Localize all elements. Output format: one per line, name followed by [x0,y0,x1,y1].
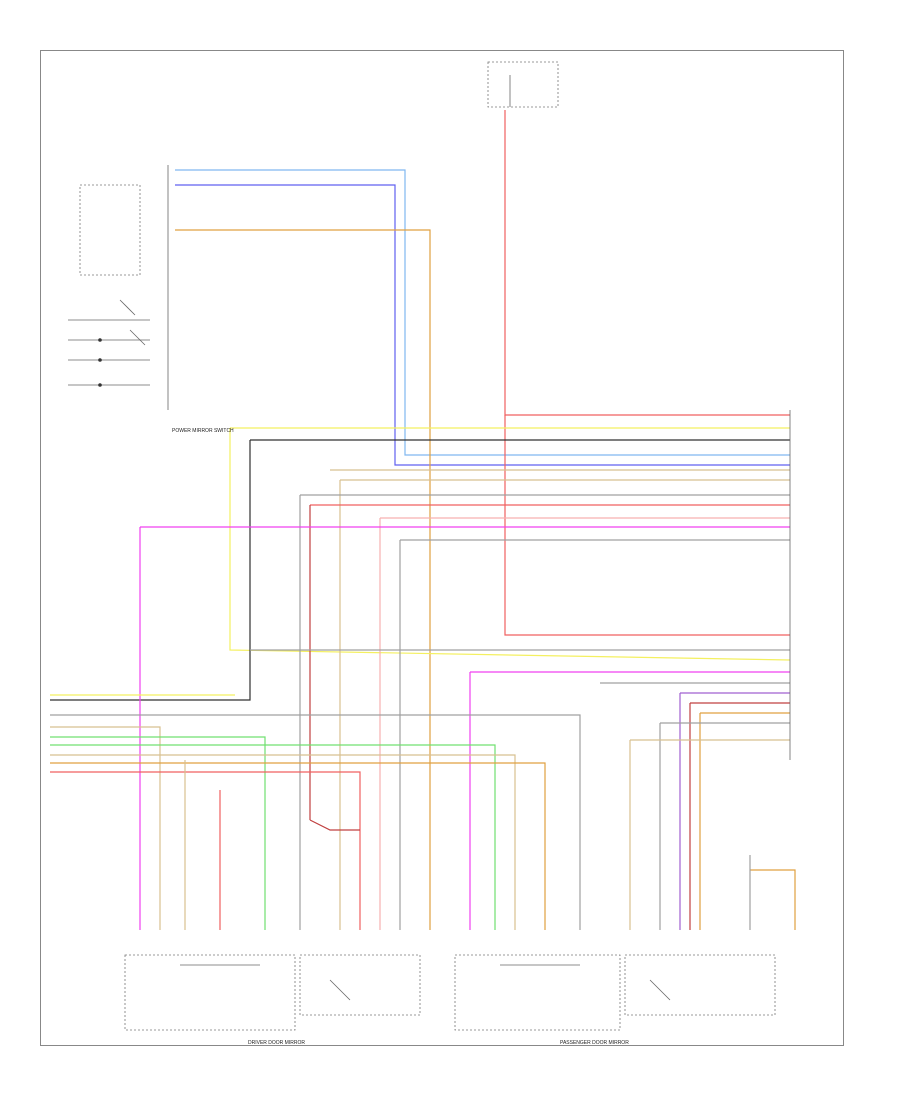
switch-lever-2 [129,329,146,346]
fuse-block-top [487,61,559,108]
wire-green-left-1 [50,736,266,930]
wire-orange-right-end [750,869,796,930]
switch-terminal-1 [98,338,102,342]
wire-light-blue [175,169,790,456]
wire-tan-left-2 [50,754,516,930]
switch-terminal-2 [98,358,102,362]
wire-tan-left-1 [50,726,161,930]
passenger-mirror-motor-block [454,954,621,1031]
passenger-switch-symbol [649,979,671,1001]
wire-yellow-1-down [229,428,791,661]
wire-gray-left [50,714,581,930]
wire-red-top [504,110,790,416]
passenger-door-mirror-caption: PASSENGER DOOR MIRROR [560,1040,629,1046]
wire-green-left-2 [50,744,496,930]
wire-red-down [504,415,790,636]
wire-blue [175,184,790,466]
wire-black-down [50,440,251,701]
passenger-heater-block [624,954,776,1016]
driver-switch-symbol [329,979,351,1001]
driver-mirror-motor-block [124,954,296,1031]
power-mirror-switch-caption: POWER MIRROR SWITCH [172,428,234,434]
wire-orange-left [50,762,546,930]
switch-terminal-3 [98,383,102,387]
diagram-frame [40,50,844,1046]
wire-orange-switch [175,229,431,930]
wire-dark-red-link [309,819,360,831]
mirror-switch-block [79,184,141,276]
driver-heater-block [299,954,421,1016]
driver-door-mirror-caption: DRIVER DOOR MIRROR [248,1040,305,1046]
wire-red-left [50,771,361,930]
switch-lever-1 [119,299,136,316]
